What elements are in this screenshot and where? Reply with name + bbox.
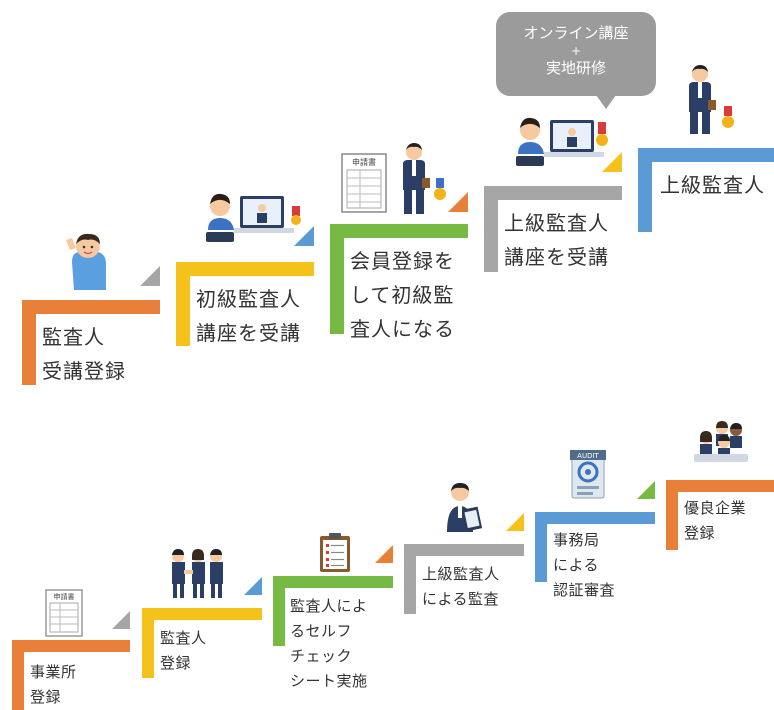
bubble-line2: + xyxy=(570,44,582,58)
step-corner-triangle xyxy=(602,152,622,172)
bubble-line1: オンライン講座 xyxy=(523,24,629,42)
step-bar-vertical xyxy=(273,576,285,646)
step-bar-vertical xyxy=(535,512,547,582)
bottom-step-6-line2: 登録 xyxy=(684,524,716,542)
step-bar-horizontal xyxy=(535,512,655,524)
top-step-2-line1: 初級監査人 xyxy=(196,287,301,311)
step-corner-triangle xyxy=(637,481,655,499)
training-speech-bubble: オンライン講座 + 実地研修 xyxy=(496,12,656,96)
top-step-5-text: 上級監査人 xyxy=(660,168,765,202)
step-corner-triangle xyxy=(294,226,314,246)
handshake-group-icon xyxy=(172,549,223,598)
bottom-step-6-text: 優良企業 登録 xyxy=(684,496,746,546)
step-bar-vertical xyxy=(666,480,678,550)
top-step-3-line3: 査人になる xyxy=(350,317,455,341)
step-bar-horizontal xyxy=(142,608,262,620)
step-corner-triangle xyxy=(140,266,160,286)
step-bar-horizontal xyxy=(638,148,774,162)
top-step-1-line2: 受講登録 xyxy=(42,359,126,383)
meeting-group-icon xyxy=(694,421,748,462)
step-corner-triangle xyxy=(112,611,130,629)
auditor-with-clipboard-icon xyxy=(447,483,483,532)
application-form-icon: 申請書 xyxy=(341,153,387,213)
bottom-step-5-text: 事務局 による 認証審査 xyxy=(553,528,615,603)
bottom-step-4-line1: 上級監査人 xyxy=(422,565,500,583)
audit-sign-text: AUDIT xyxy=(577,452,599,460)
bottom-step-2-text: 監査人 登録 xyxy=(160,626,207,676)
checklist-clipboard-icon xyxy=(320,533,350,572)
bottom-step-1-line2: 登録 xyxy=(30,688,62,706)
top-step-4-line1: 上級監査人 xyxy=(504,211,609,235)
bottom-step-4-text: 上級監査人 による監査 xyxy=(422,562,500,612)
bottom-step-6-line1: 優良企業 xyxy=(684,499,747,517)
top-step-3-line1: 会員登録を xyxy=(350,249,455,273)
step-corner-triangle xyxy=(506,513,524,531)
staircase-bottom xyxy=(12,480,774,710)
bottom-step-4-line2: による監査 xyxy=(422,590,500,608)
online-study-person-icon xyxy=(206,193,301,242)
bottom-step-1-text: 事業所 登録 xyxy=(30,660,77,710)
top-step-5-line1: 上級監査人 xyxy=(660,173,765,197)
raising-hand-person-icon xyxy=(66,233,106,290)
step-bar-vertical xyxy=(638,148,652,232)
bottom-step-3-line3: チェック xyxy=(290,647,353,665)
step-corner-triangle xyxy=(244,577,262,595)
step-bar-vertical xyxy=(404,544,416,614)
certified-person-icon xyxy=(689,65,734,134)
top-step-3-line2: して初級監 xyxy=(350,283,455,307)
bottom-step-3-line2: るセルフ xyxy=(290,622,353,640)
bottom-step-2-line1: 監査人 xyxy=(160,629,207,647)
bottom-step-5-line1: 事務局 xyxy=(553,531,600,549)
bottom-step-5-line2: による xyxy=(553,556,600,574)
certified-person-icon xyxy=(403,143,446,214)
speech-bubble-tail xyxy=(596,95,616,109)
step-corner-triangle xyxy=(448,192,468,212)
document-header-text: 申請書 xyxy=(54,592,75,601)
bottom-step-2-line2: 登録 xyxy=(160,654,192,672)
step-bar-horizontal xyxy=(273,576,393,588)
bottom-step-1-line1: 事業所 xyxy=(30,663,77,681)
step-bar-horizontal xyxy=(12,640,130,652)
top-step-1-text: 監査人 受講登録 xyxy=(42,320,126,388)
application-form-icon: 申請書 xyxy=(45,589,83,637)
step-bar-vertical xyxy=(12,640,24,710)
step-bar-horizontal xyxy=(484,186,622,200)
step-corner-triangle xyxy=(375,545,393,563)
online-study-person-icon xyxy=(516,117,608,166)
top-step-4-line2: 講座を受講 xyxy=(504,245,609,269)
staircase-top xyxy=(22,148,774,385)
audit-stamp-icon: AUDIT xyxy=(570,450,606,499)
bubble-line3: 実地研修 xyxy=(545,59,606,77)
step-bar-vertical xyxy=(176,262,190,346)
step-bar-horizontal xyxy=(404,544,524,556)
bottom-step-3-line1: 監査人によ xyxy=(290,597,368,615)
top-step-3-text: 会員登録を して初級監 査人になる xyxy=(350,244,455,346)
step-bar-vertical xyxy=(484,186,498,272)
step-bar-vertical xyxy=(142,608,154,678)
step-bar-vertical xyxy=(330,224,344,334)
bottom-step-3-line4: シート実施 xyxy=(290,672,368,690)
top-step-4-text: 上級監査人 講座を受講 xyxy=(504,206,609,274)
step-bar-horizontal xyxy=(330,224,468,238)
document-header-text: 申請書 xyxy=(352,157,376,167)
step-bar-vertical xyxy=(22,300,36,385)
step-bar-horizontal xyxy=(666,480,774,492)
bottom-step-3-text: 監査人によ るセルフ チェック シート実施 xyxy=(290,594,368,694)
bottom-step-5-line3: 認証審査 xyxy=(553,581,616,599)
top-step-2-text: 初級監査人 講座を受講 xyxy=(196,282,301,350)
top-step-2-line2: 講座を受講 xyxy=(196,321,301,345)
step-bar-horizontal xyxy=(176,262,314,276)
top-step-1-line1: 監査人 xyxy=(42,325,105,349)
step-bar-horizontal xyxy=(22,300,160,314)
